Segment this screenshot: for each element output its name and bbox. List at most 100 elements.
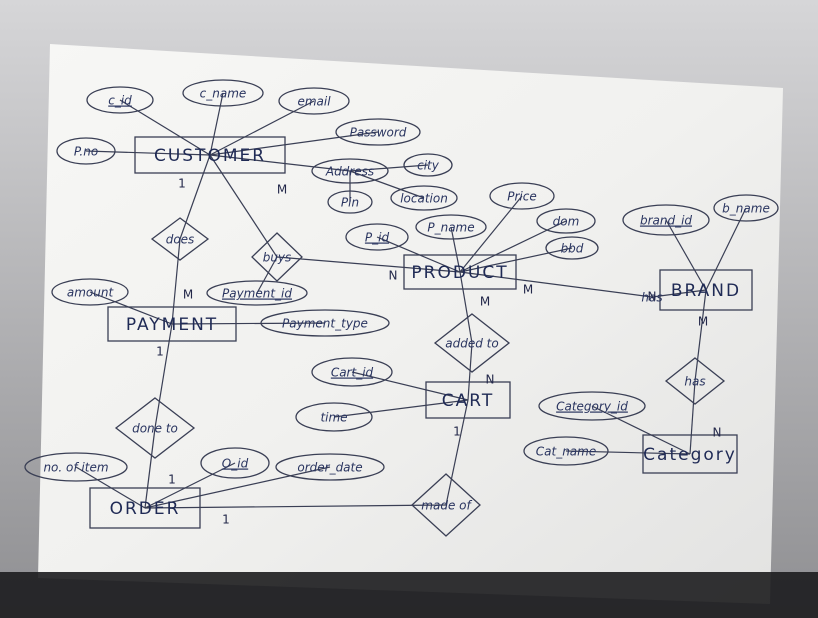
attribute-ellipse [523,436,609,466]
relationship-label: buys [263,251,292,265]
cardinality-made-order: 1 [222,513,230,527]
attribute-ellipse [536,208,596,234]
connector-payment-payment_type [171,322,326,325]
relationship-label: has [641,291,662,305]
attribute-label: Price [507,190,536,204]
attribute-category-id: Category_id [538,391,646,421]
connector-has_brand-brand [651,289,707,298]
entity-order: ORDER [89,487,201,529]
attribute-ellipse [538,391,646,421]
entity-box [659,269,753,311]
attribute-label: no. of item [43,461,108,475]
relationship-diamond [433,313,511,373]
attribute-label: Payment_id [222,287,292,301]
relationship-added-to: added to [433,313,511,373]
entity-box [107,306,237,342]
relationship-diamond [664,357,726,405]
connector-order-made_of [144,504,447,509]
attribute-label: Password [350,126,407,140]
connector-customer-password [209,131,379,156]
attribute-o-id: O_id [200,447,270,479]
attribute-ellipse [335,118,421,146]
connector-product-has_brand [459,271,653,298]
entity-cart: CART [425,381,511,419]
connector-buys-product [276,256,461,273]
attribute-pin: Pin [327,190,373,214]
entity-box [134,136,286,174]
connector-product-added_to [459,271,473,344]
connector-customer-does [179,154,211,240]
entity-product: PRODUCT [403,254,517,290]
attribute-ellipse [86,86,154,114]
attribute-label: bbd [561,242,584,256]
relationship-diamond [411,473,481,537]
connector-category-category_id [591,405,691,455]
cardinality-does-pay: M [183,288,193,302]
attribute-ellipse [489,182,555,210]
connector-cart-cart_id [351,371,469,401]
cardinality-has-brand: N [648,290,657,304]
entity-label: PAYMENT [126,315,218,335]
attribute-b-name: b_name [713,194,779,222]
attribute-ellipse [206,280,308,306]
attribute-ellipse [278,87,350,115]
attribute-label: Payment_type [282,317,368,331]
attribute-label: P_name [427,221,474,235]
paper-sheet [38,44,783,604]
cardinality-cust-does: 1 [178,177,186,191]
attribute-p-name: P_name [415,214,487,240]
relationship-label: does [166,233,195,247]
table-edge-shadow [0,572,818,618]
entity-box [642,434,738,474]
connector-done_to-order [144,427,156,509]
attribute-ellipse [713,194,779,222]
connector-category-cat_name [565,450,691,455]
connector-customer-c_name [209,92,224,156]
attribute-ellipse [345,223,409,251]
attribute-label: dom [553,215,580,229]
entity-label: CUSTOMER [154,146,266,166]
cardinality-prod-added: M [480,295,490,309]
entity-box [403,254,517,290]
cardinality-cart-made: 1 [453,425,461,439]
cardinality-has-cat: N [713,426,722,440]
attribute-payment-id: Payment_id [206,280,308,306]
attribute-c-name: c_name [182,79,264,107]
connector-customer-buys [209,154,278,258]
attribute-ellipse [403,153,453,177]
attribute-label: time [320,411,347,425]
attribute-c-id: c_id [86,86,154,114]
attribute-label: order_date [297,461,362,475]
entity-category: Category [642,434,738,474]
relationship-label: added to [445,337,498,351]
entity-label: BRAND [671,281,741,301]
entity-customer: CUSTOMER [134,136,286,174]
connector-customer-p_no [85,150,211,156]
connector-does-payment [171,238,181,325]
entity-label: Category [643,445,737,465]
entity-label: CART [442,391,494,411]
attribute-no-of-item: no. of item [24,452,128,482]
connector-product-p_name [450,226,461,273]
cardinality-brand-has: M [698,315,708,329]
relationship-label: done to [132,422,178,436]
cardinality-pay-done: 1 [156,345,164,359]
attribute-ellipse [182,79,264,107]
connector-brand-has_category [694,289,707,382]
attribute-label: P.no [74,145,98,159]
attribute-label: email [297,95,331,109]
attribute-ellipse [390,185,458,211]
attribute-ellipse [24,452,128,482]
entity-payment: PAYMENT [107,306,237,342]
attribute-email: email [278,87,350,115]
connector-cart-time [333,399,469,418]
attribute-label: Cat_name [536,445,596,459]
relationship-buys: buys [251,232,303,282]
attribute-p-id: P_id [345,223,409,251]
connector-customer-address [209,154,351,172]
attribute-time: time [295,402,373,432]
attribute-ellipse [275,453,385,481]
attribute-label: P_id [365,231,390,245]
cardinality-added-cart: N [486,373,495,387]
